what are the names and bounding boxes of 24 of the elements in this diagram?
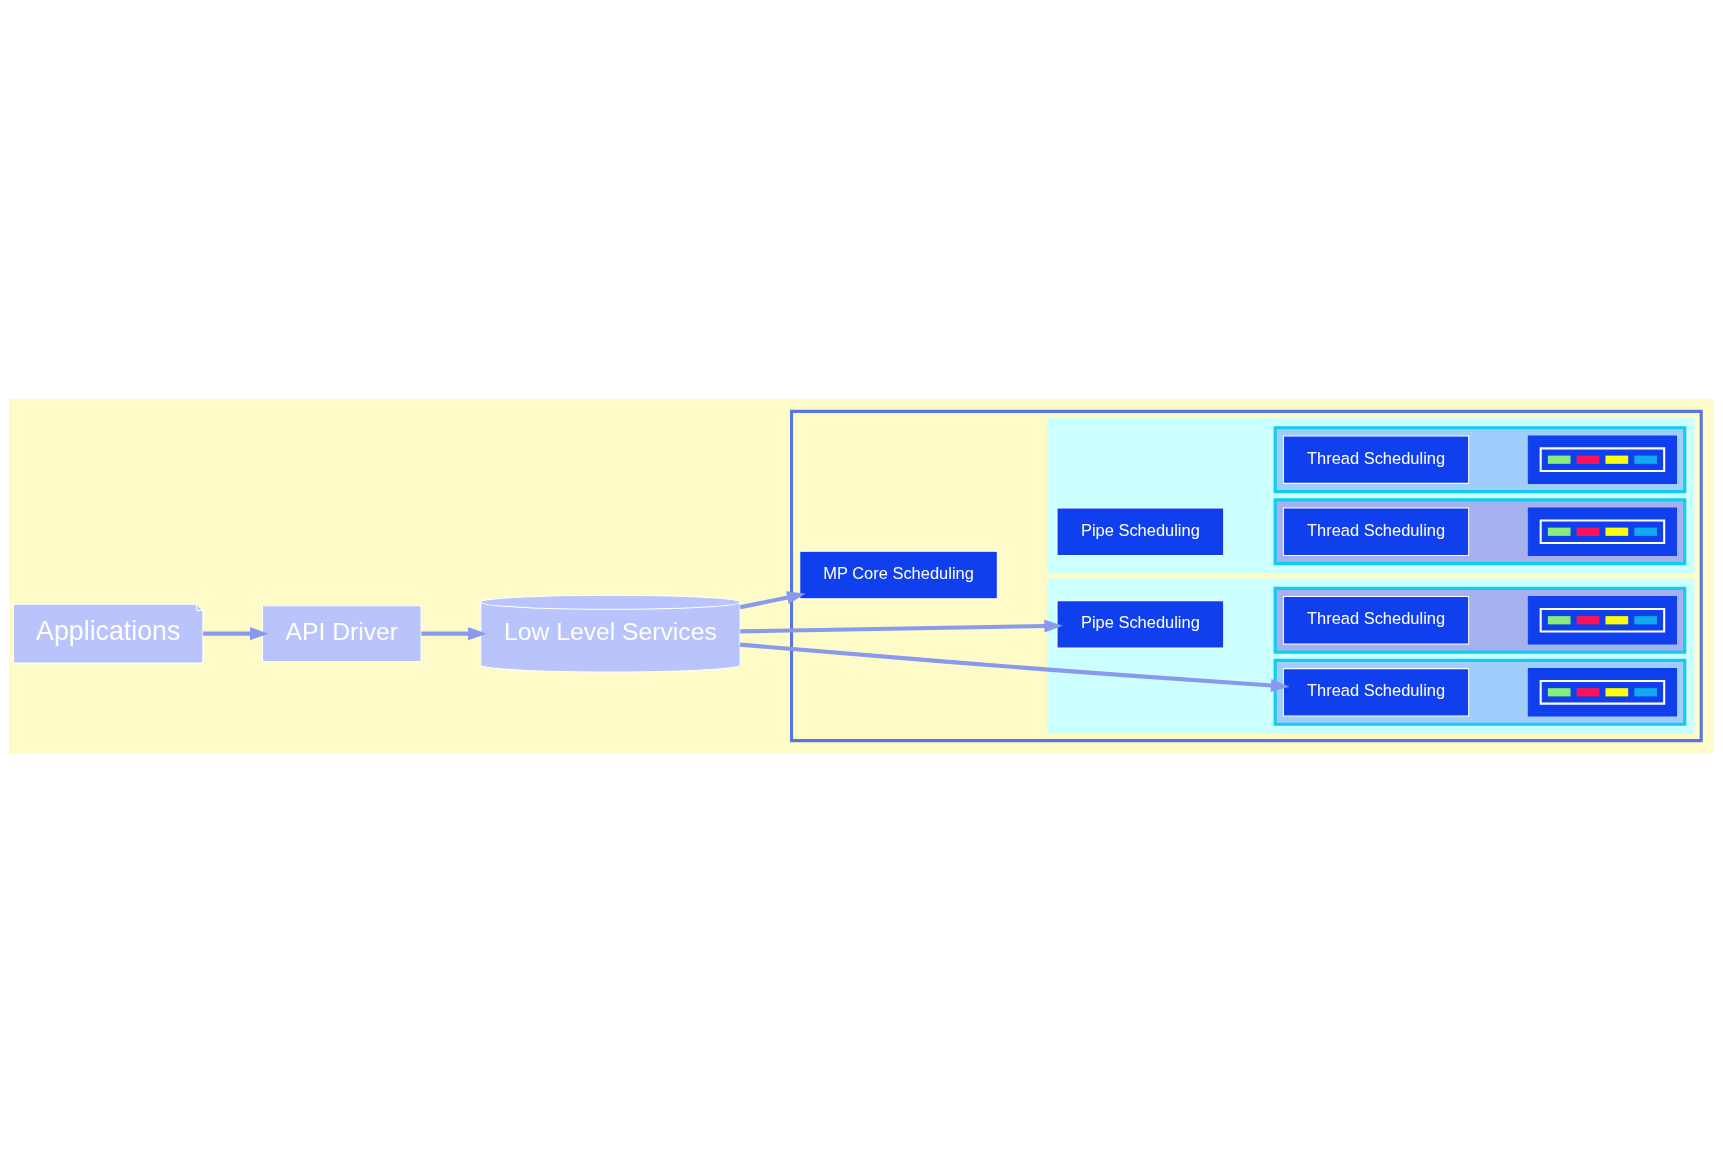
arrow [740, 619, 1063, 633]
node-picture [1527, 667, 1678, 716]
cluster [1273, 586, 1687, 654]
node-box: Pipe Scheduling [1056, 507, 1225, 556]
cluster [789, 409, 1703, 742]
cluster [1047, 578, 1695, 734]
arrow [203, 626, 269, 640]
node-box: Thread Scheduling [1282, 507, 1470, 556]
arrow [739, 590, 806, 609]
cluster [1047, 417, 1695, 573]
node-box: Thread Scheduling [1282, 595, 1470, 644]
node-box: MP Core Scheduling [799, 550, 998, 599]
cluster [1273, 658, 1687, 726]
node-picture [1527, 435, 1678, 484]
node-box: API Driver [262, 604, 422, 662]
node-picture [1527, 507, 1678, 556]
cluster [1273, 497, 1687, 565]
arrow [739, 642, 1290, 692]
arrow [421, 626, 487, 640]
cluster [1273, 425, 1687, 493]
node-box: Pipe Scheduling [1056, 599, 1225, 649]
node-box: Thread Scheduling [1282, 435, 1470, 484]
node-box: Thread Scheduling [1282, 667, 1470, 716]
node-picture [1527, 595, 1678, 644]
